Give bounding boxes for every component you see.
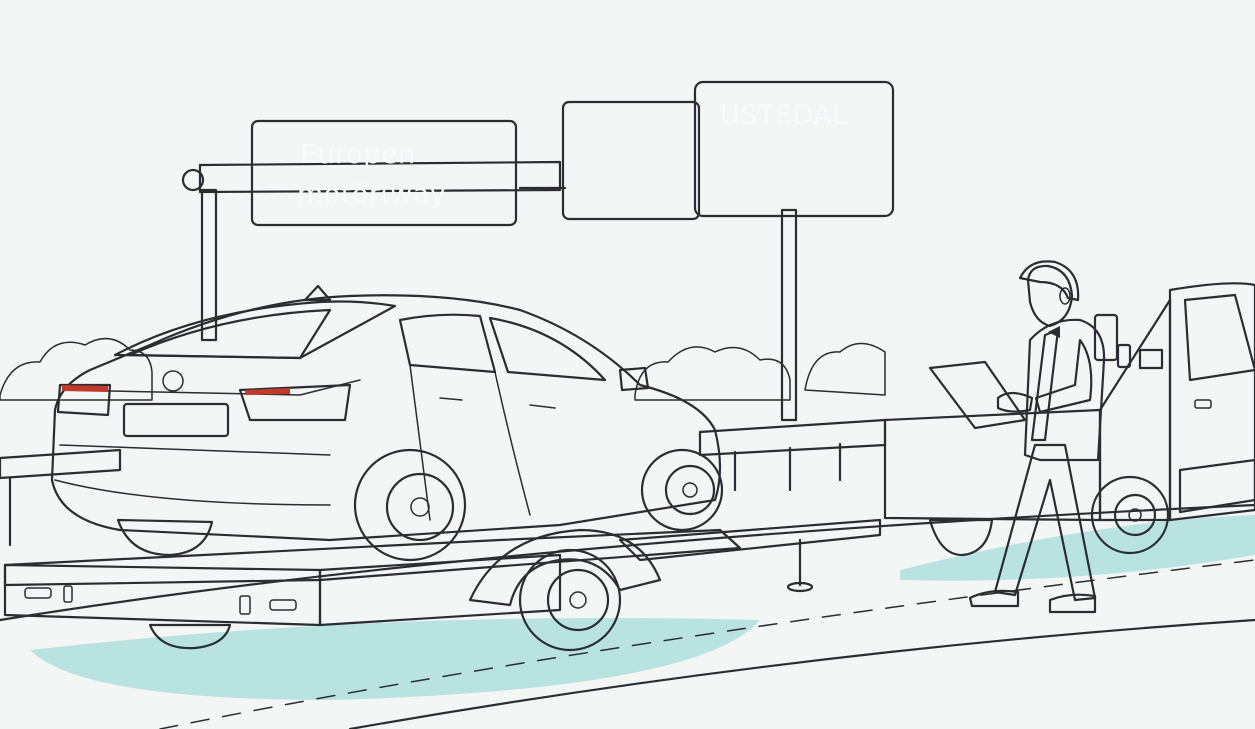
sign-right-text: USTEDAL [720,100,848,131]
man-with-clipboard [928,260,1106,614]
car-trailer [3,518,882,652]
clouds-left [0,337,153,401]
sign-left-line1: Europen [300,139,416,170]
sign-gantry [181,160,798,422]
road-shadows [30,515,1255,700]
sign-left: Europen motörιway [250,119,518,227]
sedan-car [50,284,724,562]
sign-left-line2: motörιway [297,179,446,210]
sign-right: USTEDAL [693,80,895,218]
clouds-right [634,342,886,401]
van [883,282,1255,557]
sign-middle [561,100,701,221]
